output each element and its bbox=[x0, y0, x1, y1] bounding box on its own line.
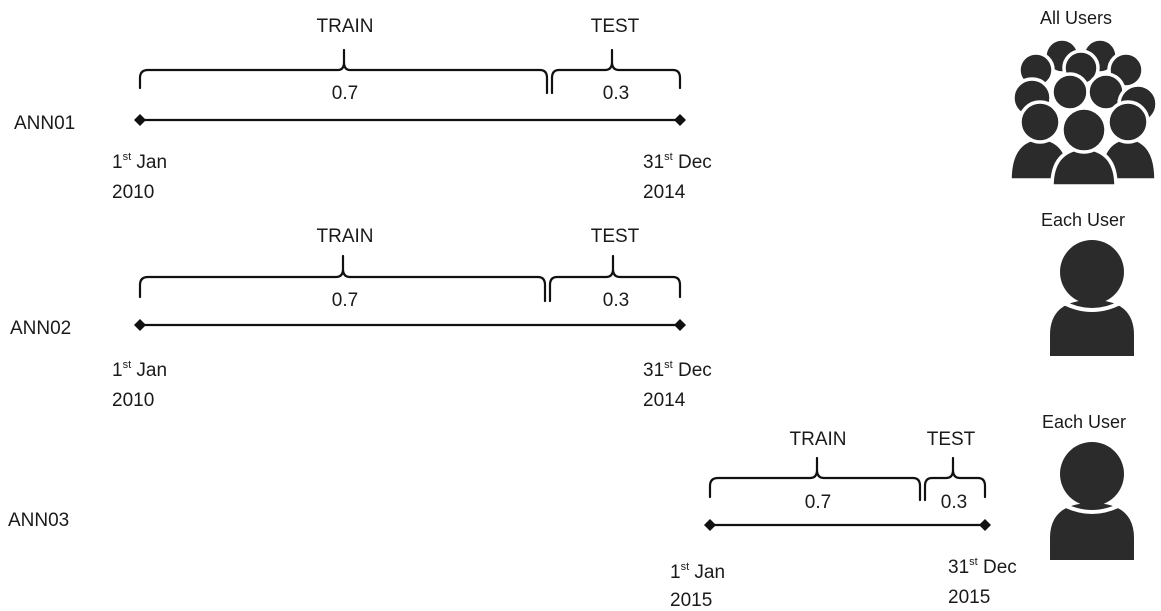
start-date-day: 1st Jan bbox=[112, 151, 167, 173]
timeline-end-marker bbox=[979, 519, 991, 531]
test-brace bbox=[550, 48, 682, 95]
timeline-start-marker bbox=[704, 519, 716, 531]
row-ann02: ANN02 TRAIN TEST 0.7 0.3 1st Jan 2010 31… bbox=[10, 210, 1134, 411]
single-user-icon bbox=[1050, 442, 1134, 560]
row-ann01: ANN01 TRAIN TEST 0.7 0.3 1st Jan 2010 31… bbox=[14, 8, 1159, 203]
start-date-year: 2010 bbox=[112, 182, 154, 203]
test-label: TEST bbox=[591, 226, 640, 247]
test-fraction: 0.3 bbox=[603, 83, 629, 104]
test-brace bbox=[923, 456, 987, 502]
end-date-day: 31st Dec bbox=[643, 359, 712, 381]
test-fraction: 0.3 bbox=[941, 492, 967, 513]
test-fraction: 0.3 bbox=[603, 290, 629, 311]
end-date-year: 2014 bbox=[643, 390, 686, 411]
group-label-each-user: Each User bbox=[1041, 210, 1125, 230]
test-label: TEST bbox=[591, 16, 640, 37]
timeline-end-marker bbox=[674, 114, 686, 126]
end-date-year: 2014 bbox=[643, 182, 686, 203]
timeline-end-marker bbox=[674, 319, 686, 331]
row-label-ann03: ANN03 bbox=[8, 510, 69, 531]
start-date-day: 1st Jan bbox=[112, 359, 167, 381]
train-label: TRAIN bbox=[317, 226, 374, 247]
train-fraction: 0.7 bbox=[805, 492, 831, 513]
timeline-start-marker bbox=[134, 319, 146, 331]
train-fraction: 0.7 bbox=[332, 290, 358, 311]
start-date-year: 2010 bbox=[112, 390, 154, 411]
train-label: TRAIN bbox=[317, 16, 374, 37]
row-ann03: ANN03 TRAIN TEST 0.7 0.3 1st Jan 2015 31… bbox=[8, 412, 1134, 611]
train-brace bbox=[708, 456, 922, 502]
start-date-day: 1st Jan bbox=[670, 561, 725, 583]
row-label-ann01: ANN01 bbox=[14, 113, 75, 134]
single-user-icon bbox=[1050, 240, 1134, 356]
test-label: TEST bbox=[927, 429, 976, 450]
group-label-all-users: All Users bbox=[1040, 8, 1112, 28]
end-date-day: 31st Dec bbox=[643, 151, 712, 173]
test-brace bbox=[548, 254, 682, 303]
end-date-day: 31st Dec bbox=[948, 556, 1017, 578]
users-group-icon bbox=[1008, 37, 1159, 188]
train-brace bbox=[138, 254, 547, 303]
end-date-year: 2015 bbox=[948, 587, 990, 608]
train-label: TRAIN bbox=[790, 429, 847, 450]
group-label-each-user: Each User bbox=[1042, 412, 1126, 432]
row-label-ann02: ANN02 bbox=[10, 318, 71, 339]
start-date-year: 2015 bbox=[670, 590, 712, 611]
train-fraction: 0.7 bbox=[332, 83, 358, 104]
train-brace bbox=[138, 48, 549, 95]
timeline-start-marker bbox=[134, 114, 146, 126]
